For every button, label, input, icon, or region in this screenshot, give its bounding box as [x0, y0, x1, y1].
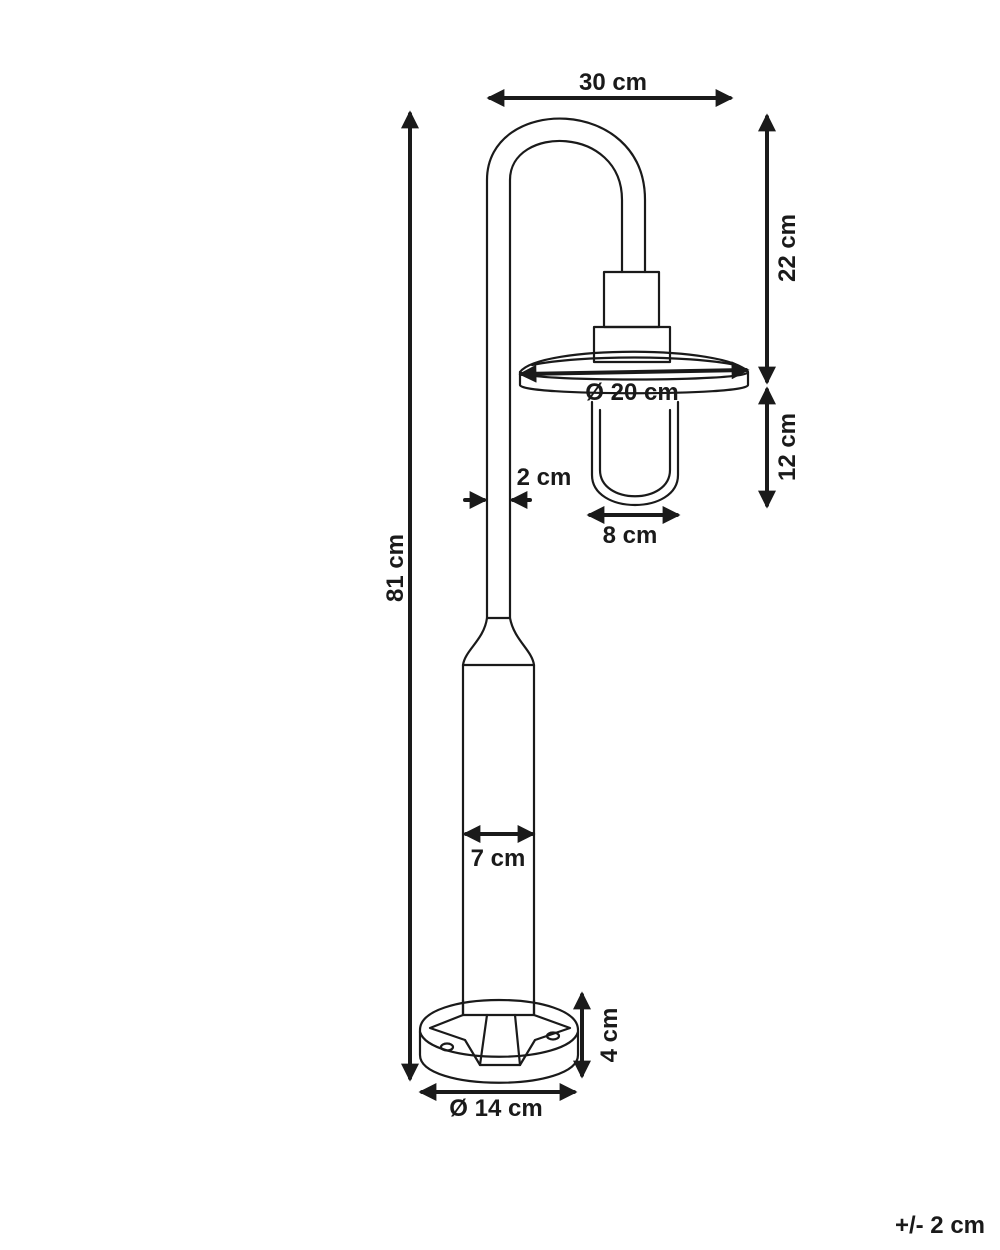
shade-diameter-label: Ø 20 cm [585, 379, 678, 406]
lamp-glass [590, 400, 680, 506]
arm-height-label: 22 cm [774, 214, 801, 282]
shade-diameter-arrow [518, 361, 750, 383]
pole-taper [461, 616, 536, 667]
glass-height-label: 12 cm [774, 413, 801, 481]
pole-thickness-label: 2 cm [517, 464, 572, 491]
lamp-collar [602, 270, 661, 329]
base-tube [461, 663, 536, 1017]
dimension-arrows [401, 89, 776, 1101]
glass-width-label: 8 cm [603, 522, 658, 549]
base-height-label: 4 cm [596, 1008, 623, 1063]
base-hole-left [439, 1042, 455, 1052]
dimension-labels: 30 cm 81 cm 22 cm Ø 20 cm 12 cm 2 cm 8 c… [382, 69, 985, 1239]
arm-width-label: 30 cm [579, 69, 647, 96]
lamp-illustration [418, 117, 750, 1084]
base-tube-width-label: 7 cm [471, 845, 526, 872]
total-height-label: 81 cm [382, 534, 409, 602]
base-plate [418, 998, 580, 1084]
tolerance-label: +/- 2 cm [895, 1212, 985, 1239]
base-diameter-label: Ø 14 cm [449, 1095, 542, 1122]
base-hole-right [545, 1031, 561, 1041]
lamp-arm [485, 117, 647, 620]
